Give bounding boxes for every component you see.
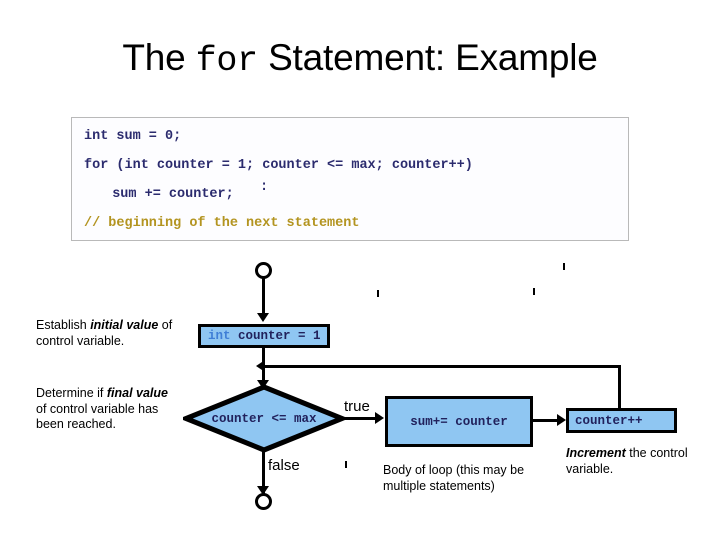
arrowhead-body-to-increment-icon <box>557 414 566 426</box>
arrowhead-start-to-init-icon <box>257 313 269 322</box>
edge-start-to-init <box>262 278 265 314</box>
arrowhead-condition-true-icon <box>375 412 384 424</box>
code-block: int sum = 0; for (int counter = 1; count… <box>71 117 629 241</box>
code-line-2: for (int counter = 1; counter <= max; co… <box>84 158 473 173</box>
edge-label-false: false <box>268 457 300 474</box>
annotation-initial-pre: Establish <box>36 318 91 332</box>
arrowhead-init-to-condition-icon <box>257 380 269 389</box>
edge-condition-true <box>343 417 378 420</box>
node-init-rest: counter = 1 <box>230 329 321 343</box>
annotation-increment: Increment the control variable. <box>566 446 688 477</box>
annotation-increment-post: the control variable. <box>566 446 688 476</box>
flow-node-condition: counter <= max <box>183 384 345 453</box>
code-line-1: int sum = 0; <box>84 129 182 144</box>
artifact-tick-1 <box>563 263 565 270</box>
edge-loopback-horizontal <box>264 365 621 368</box>
annotation-final-post: of control variable has been reached. <box>36 401 159 432</box>
start-circle-icon <box>255 262 272 279</box>
artifact-tick-2 <box>377 290 379 297</box>
annotation-increment-emph: Increment <box>566 446 626 460</box>
page-title: The for Statement: Example <box>0 36 720 83</box>
annotation-final-emph: final value <box>106 386 168 400</box>
end-circle-icon <box>255 493 272 510</box>
diamond-shape-icon <box>183 384 345 453</box>
edge-condition-false <box>262 450 265 495</box>
edge-body-to-increment <box>533 419 559 422</box>
arrowhead-condition-false-icon <box>257 486 269 495</box>
title-part-before: The <box>122 37 196 78</box>
arrowhead-loopback-icon <box>256 360 265 372</box>
title-part-after: Statement: Example <box>258 37 598 78</box>
title-keyword-for: for <box>195 41 259 81</box>
flow-node-initialization: int counter = 1 <box>198 324 330 348</box>
code-line-3: sum += counter; <box>96 187 234 202</box>
code-ellipsis: : <box>260 180 269 195</box>
annotation-initial-emph: initial value <box>90 318 159 332</box>
edge-loopback-vertical <box>618 365 621 410</box>
flow-node-increment: counter++ <box>566 408 677 433</box>
artifact-tick-4 <box>345 461 347 468</box>
artifact-tick-3 <box>533 288 535 295</box>
edge-label-true: true <box>344 398 370 415</box>
flow-node-loop-body: sum+= counter <box>385 396 533 447</box>
annotation-initial-value: Establish initial value of control varia… <box>36 318 188 349</box>
annotation-final-value: Determine if final value of control vari… <box>36 386 176 433</box>
annotation-loop-body: Body of loop (this may be multiple state… <box>383 463 525 493</box>
code-comment-line: // beginning of the next statement <box>84 216 360 231</box>
node-init-keyword: int <box>208 329 231 343</box>
annotation-final-pre: Determine if <box>36 386 107 400</box>
annotation-initial-post: of control variable. <box>36 318 173 348</box>
